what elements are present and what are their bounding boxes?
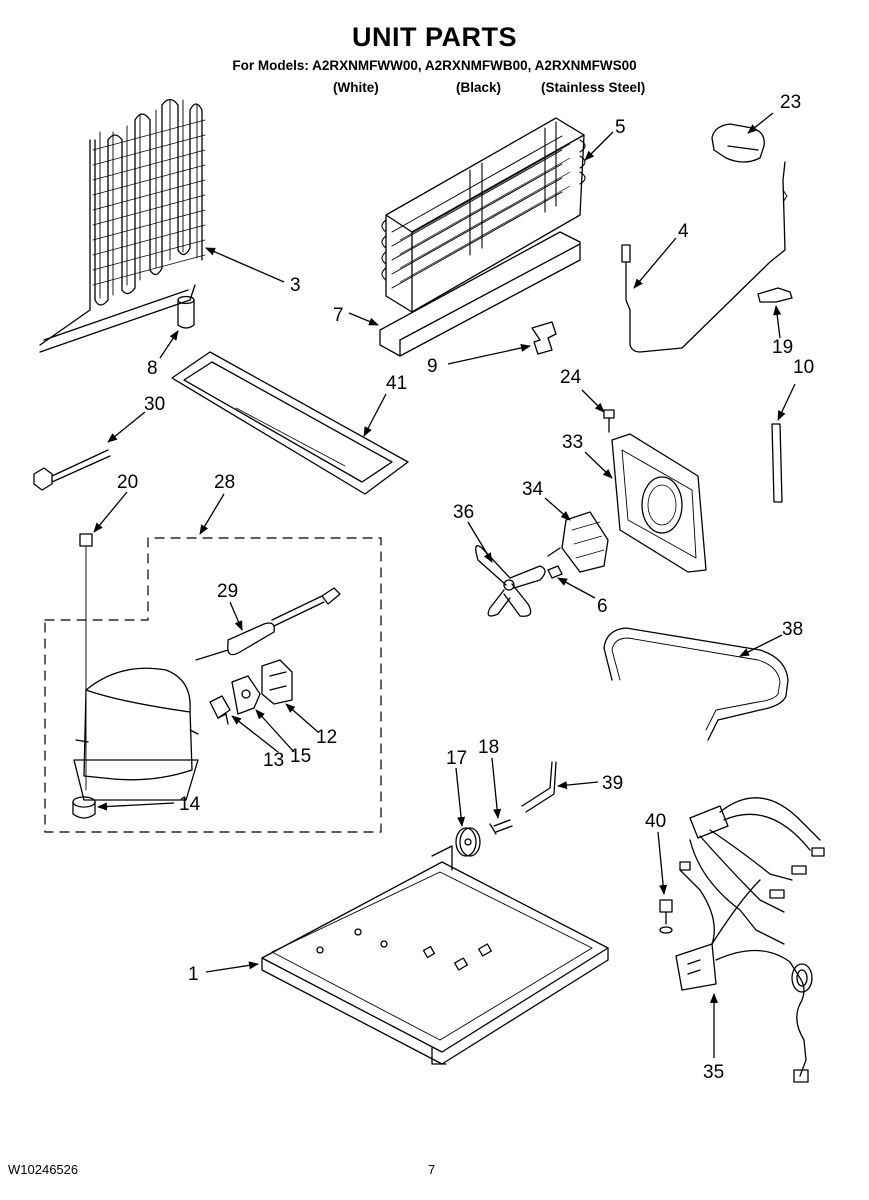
base-plate bbox=[261, 845, 609, 1065]
page-number: 7 bbox=[428, 1162, 436, 1177]
sensor-wire bbox=[621, 161, 788, 353]
callout-5: 5 bbox=[615, 117, 626, 138]
callout-15: 15 bbox=[290, 746, 311, 767]
callout-6: 6 bbox=[597, 596, 608, 617]
callout-14: 14 bbox=[179, 794, 201, 815]
drain-trough bbox=[379, 231, 581, 357]
callout-12: 12 bbox=[316, 727, 337, 748]
callout-20: 20 bbox=[117, 472, 138, 493]
callout-28: 28 bbox=[214, 472, 235, 493]
screw-40 bbox=[659, 899, 673, 934]
callout-4: 4 bbox=[678, 221, 689, 242]
screw-6 bbox=[547, 565, 563, 579]
callout-10: 10 bbox=[793, 357, 814, 378]
callout-13: 13 bbox=[263, 750, 284, 771]
callout-36: 36 bbox=[453, 502, 474, 523]
variant-black: (Black) bbox=[456, 80, 502, 95]
callout-1: 1 bbox=[188, 964, 199, 985]
compressor bbox=[73, 667, 199, 801]
drier-part bbox=[195, 587, 341, 661]
callout-41: 41 bbox=[386, 373, 407, 394]
callout-7: 7 bbox=[333, 305, 344, 326]
relay-part bbox=[231, 675, 261, 715]
variant-stainless: (Stainless Steel) bbox=[541, 80, 646, 95]
fan-shroud bbox=[611, 433, 707, 573]
leader-lines bbox=[93, 112, 796, 1058]
callout-18: 18 bbox=[478, 737, 499, 758]
callout-23: 23 bbox=[780, 92, 801, 113]
grommet bbox=[72, 796, 96, 819]
tube-part bbox=[603, 627, 789, 741]
models-line: For Models: A2RXNMFWW00, A2RXNMFWB00, A2… bbox=[232, 58, 637, 73]
callout-30: 30 bbox=[144, 394, 165, 415]
callout-9: 9 bbox=[427, 356, 438, 377]
document-number: W10246526 bbox=[8, 1162, 79, 1177]
callout-40: 40 bbox=[645, 811, 666, 832]
evaporator bbox=[381, 117, 586, 313]
callout-34: 34 bbox=[522, 479, 544, 500]
overload-part bbox=[261, 659, 293, 705]
rod-part bbox=[521, 761, 557, 813]
axle-pin bbox=[489, 819, 513, 835]
cover-cap bbox=[711, 123, 765, 163]
callout-19: 19 bbox=[772, 337, 793, 358]
variant-white: (White) bbox=[333, 80, 379, 95]
callout-labels: 3 5 23 4 7 8 9 19 10 41 30 24 33 34 36 6… bbox=[117, 92, 814, 1083]
relay-plug bbox=[209, 695, 231, 725]
wheel-part bbox=[455, 827, 481, 857]
callout-35: 35 bbox=[703, 1062, 724, 1083]
fan-motor bbox=[547, 511, 609, 573]
fan-blade bbox=[475, 545, 546, 617]
clip-part bbox=[531, 321, 557, 355]
wire-harness bbox=[675, 797, 825, 1083]
callout-38: 38 bbox=[782, 619, 803, 640]
callout-33: 33 bbox=[562, 432, 583, 453]
page-title: UNIT PARTS bbox=[352, 22, 517, 52]
strip-part bbox=[771, 423, 783, 503]
condenser-coil bbox=[39, 98, 206, 353]
callout-39: 39 bbox=[602, 773, 623, 794]
callout-29: 29 bbox=[217, 581, 238, 602]
screw-24 bbox=[603, 409, 615, 433]
callout-17: 17 bbox=[446, 748, 467, 769]
bracket-part bbox=[757, 287, 793, 303]
callout-3: 3 bbox=[290, 275, 301, 296]
callout-8: 8 bbox=[147, 358, 158, 379]
callout-24: 24 bbox=[560, 367, 582, 388]
compressor-group-outline bbox=[44, 537, 382, 833]
cable-tie bbox=[33, 449, 111, 491]
sleeve-part bbox=[177, 295, 195, 329]
screw-20 bbox=[79, 533, 93, 791]
drain-pan bbox=[171, 351, 409, 495]
